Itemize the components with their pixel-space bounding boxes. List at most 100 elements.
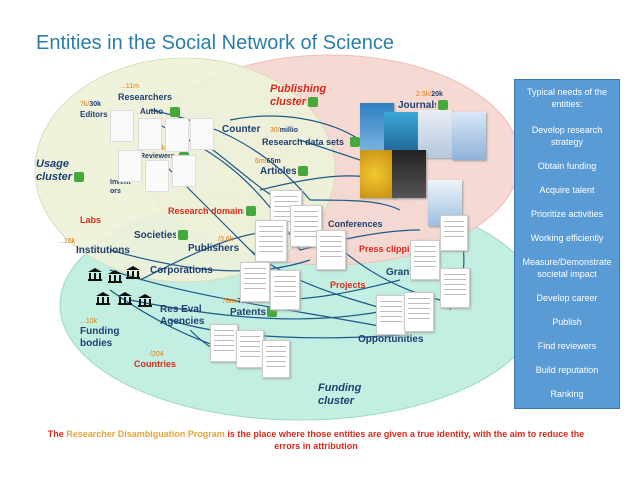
document-thumbnail: [270, 270, 300, 310]
document-thumbnail: [255, 220, 287, 262]
researcher-sketch-image: [172, 155, 196, 187]
journal-cover-image: [392, 150, 426, 198]
document-thumbnail: [440, 215, 468, 251]
publishers-count: /3.6k: [218, 236, 234, 243]
needs-item: Prioritize activities: [530, 209, 604, 219]
institution-icon: [138, 294, 152, 307]
editors-count-b: 30k: [89, 101, 102, 108]
editors-count: 7k/30k: [80, 101, 101, 108]
document-thumbnail: [210, 324, 238, 362]
institution-icon: [88, 268, 102, 281]
societies-label: Societies: [134, 230, 176, 241]
articles-count-a: 6m/: [255, 158, 267, 165]
journals-count-b: 20k: [431, 91, 443, 98]
press-clippings-label: Press clippings: [359, 244, 426, 254]
opportunities-label: Opportunities: [358, 334, 424, 345]
researcher-sketch-image: [145, 160, 169, 192]
countries-count: /204: [150, 351, 164, 358]
projects-label: Projects: [330, 280, 366, 290]
reviewers-label: Reviewers: [140, 153, 175, 160]
patents-label: Patents: [230, 307, 266, 318]
conferences-label: Conferences: [328, 219, 383, 229]
patents-count-a: 78m/: [222, 298, 238, 305]
document-thumbnail: [262, 340, 290, 378]
research-data-count-b: millio: [279, 127, 299, 134]
res-eval-agencies-label: Res Eval Agencies: [160, 304, 205, 327]
document-thumbnail: [240, 262, 270, 302]
funding-cluster-label: Funding cluster: [318, 382, 362, 407]
document-thumbnail: [376, 295, 406, 335]
needs-heading: Typical needs of the entities:: [526, 87, 608, 109]
footer-prefix: The: [47, 429, 64, 439]
thumbs-up-icon: [438, 100, 448, 110]
footer-program: Researcher Disambiguation Program: [66, 429, 225, 439]
thumbs-up-icon: [178, 230, 188, 240]
editors-count-a: 7k/: [80, 101, 90, 108]
funding-bodies-label: Funding bodies: [80, 326, 120, 349]
countries-label: Countries: [134, 359, 177, 369]
journals-count: 2.5k/20k: [416, 91, 443, 98]
journal-cover-image: [360, 150, 396, 198]
journal-cover-image: [452, 112, 486, 160]
institutions-label: Institutions: [76, 245, 130, 256]
needs-item: Develop career: [536, 293, 598, 303]
needs-item: Ranking: [550, 389, 584, 399]
grants-label: Grants: [386, 267, 419, 278]
document-thumbnail: [316, 230, 346, 270]
thumbs-up-icon: [246, 206, 256, 216]
corporations-label: Corporations: [150, 265, 213, 276]
needs-item: Find reviewers: [537, 341, 597, 351]
thumbs-up-icon: [298, 166, 308, 176]
institution-icon: [126, 266, 140, 279]
researchers-label: Researchers: [118, 92, 173, 102]
funding-bodies-count: ...10k: [80, 318, 98, 325]
thumbs-up-icon: [74, 172, 85, 183]
institution-icon: [96, 292, 110, 305]
publishing-cluster-label: Publishing cluster: [270, 83, 340, 109]
researcher-sketch-image: [138, 118, 162, 150]
thumbs-up-icon: [308, 97, 319, 108]
document-thumbnail: [440, 268, 470, 308]
researcher-sketch-image: [165, 118, 189, 152]
thumbs-up-icon: [267, 307, 277, 317]
footer-text: is the place where those entities are gi…: [227, 429, 585, 451]
needs-item: Publish: [552, 317, 582, 327]
journals-count-a: 2.5k/: [416, 91, 432, 98]
institutions-count: ...16k: [58, 238, 76, 245]
editors-label: Editors: [80, 110, 108, 119]
institution-icon: [108, 270, 122, 283]
researcher-sketch-image: [190, 118, 214, 150]
usage-cluster-text: Usage cluster: [36, 158, 73, 183]
institution-icon: [118, 292, 132, 305]
articles-count: 6m/65m: [255, 158, 281, 165]
page-title: Entities in the Social Network of Scienc…: [36, 32, 394, 54]
needs-item: Acquire talent: [539, 185, 595, 195]
thumbs-up-icon: [170, 107, 180, 117]
footer-note: The Researcher Disambiguation Program is…: [36, 428, 596, 452]
publishers-label: Publishers: [188, 243, 240, 254]
inventors-label: Inventors: [110, 179, 131, 195]
counter-label: Counter: [222, 124, 261, 135]
research-domains-label: Research domains: [168, 206, 244, 216]
usage-cluster-label: Usage cluster: [36, 158, 86, 184]
document-thumbnail: [404, 292, 434, 332]
needs-item: Obtain funding: [537, 161, 597, 171]
document-thumbnail: [236, 330, 264, 368]
research-data-label: Research data sets: [262, 137, 345, 147]
publishing-cluster-text: Publishing cluster: [270, 83, 327, 108]
labs-label: Labs: [80, 215, 102, 225]
researchers-count: ...11m: [120, 83, 139, 90]
thumbs-up-icon: [350, 137, 360, 147]
needs-panel: Typical needs of the entities: Develop r…: [514, 79, 620, 413]
research-data-count: 30/millio: [270, 127, 298, 134]
articles-label: Articles: [260, 166, 296, 177]
researcher-sketch-image: [110, 110, 134, 142]
document-thumbnail: [410, 240, 440, 280]
articles-count-b: 65m: [266, 158, 281, 165]
needs-item: Develop research strategy: [531, 125, 603, 147]
journals-label: Journals: [398, 100, 436, 111]
needs-item: Measure/Demonstrate societal impact: [522, 257, 612, 279]
needs-item: Working efficiently: [530, 233, 604, 243]
needs-item: ...: [563, 403, 571, 413]
